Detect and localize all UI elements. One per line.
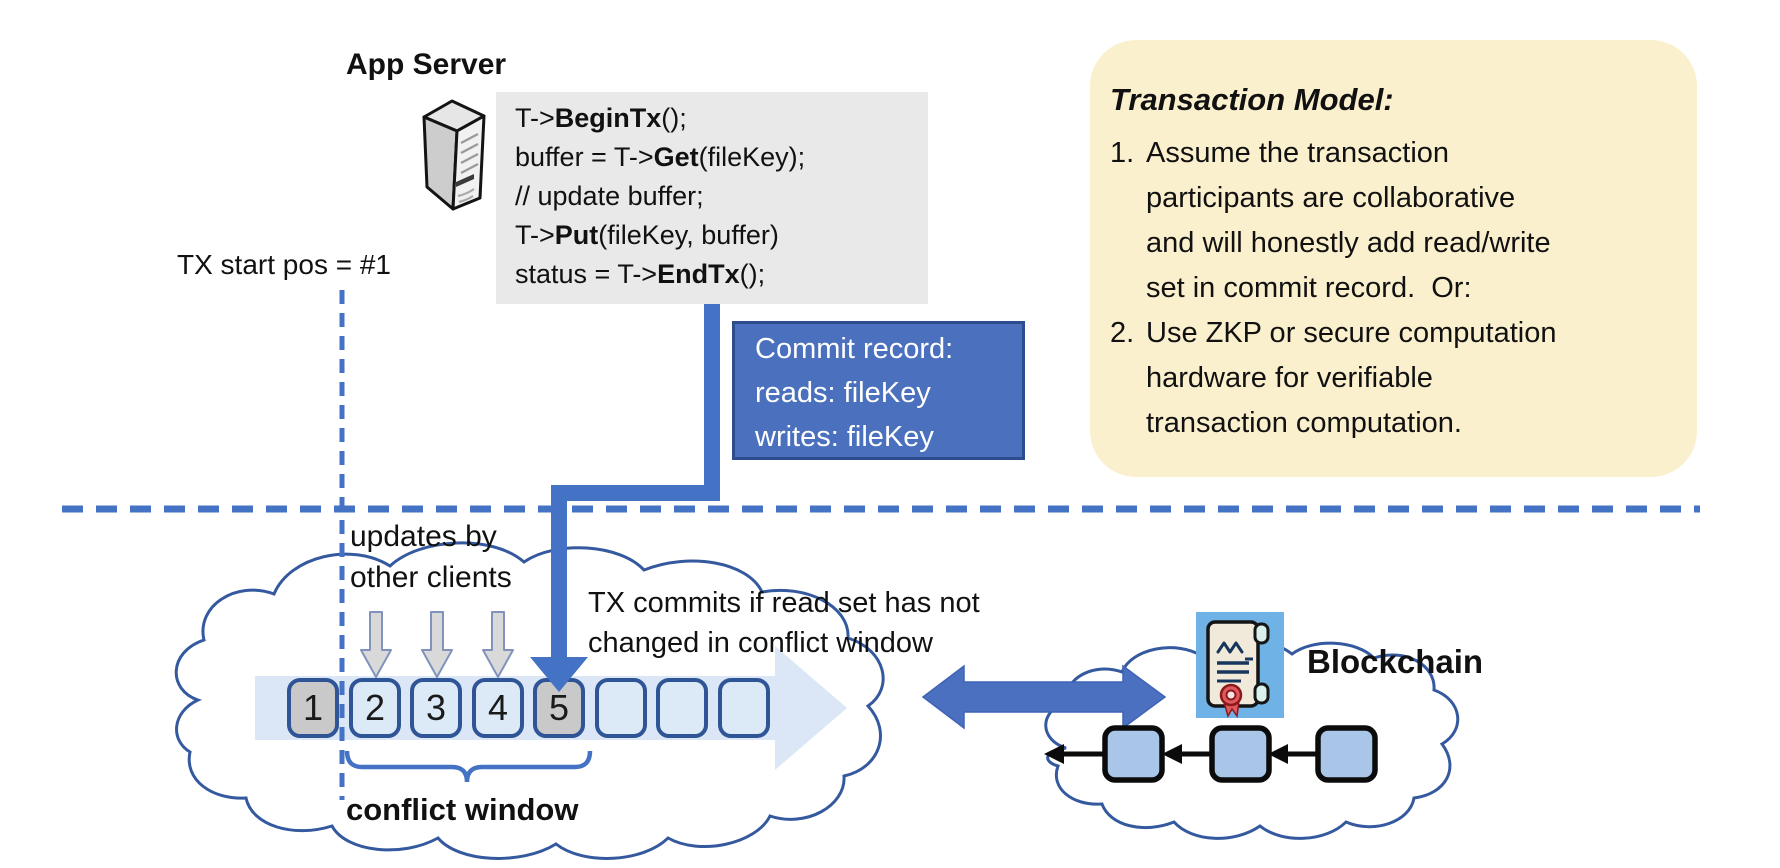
app-server-title: App Server (346, 48, 507, 81)
update-arrow-icon (482, 611, 514, 678)
timeline-arrowhead (775, 646, 847, 770)
conflict-window-brace (344, 750, 593, 783)
code-block-lines: T->BeginTx(); buffer = T->Get(fileKey); //… (515, 99, 928, 294)
code-line: T->Put(fileKey, buffer) (515, 220, 779, 250)
timeline-slot: 4 (472, 678, 524, 738)
transaction-model-list: 1.Assume the transaction participants ar… (1110, 131, 1679, 446)
updates-by-other-clients-label: updates by other clients (350, 520, 512, 594)
timeline-slot: 5 (533, 678, 585, 738)
conflict-window-label: conflict window (346, 792, 579, 827)
commit-record-box: Commit record: reads: fileKey writes: fi… (732, 321, 1025, 460)
update-arrows (360, 611, 514, 678)
code-line: buffer = T->Get(fileKey); (515, 142, 806, 172)
code-line: status = T->EndTx(); (515, 259, 766, 289)
code-line: // update buffer; (515, 181, 704, 211)
transaction-model-item: 2.Use ZKP or secure computation hardware… (1110, 317, 1557, 439)
timeline-slot: 2 (349, 678, 401, 738)
timeline-slot (718, 678, 770, 738)
tx-start-pos-label: TX start pos = #1 (177, 249, 391, 280)
transaction-code-block: T->BeginTx(); buffer = T->Get(fileKey); //… (496, 92, 928, 304)
timeline-slot: 1 (287, 678, 339, 738)
timeline-slot (595, 678, 647, 738)
update-arrow-icon (360, 611, 392, 678)
tx-commits-note: TX commits if read set has not changed i… (588, 587, 980, 659)
code-line: T->BeginTx(); (515, 103, 687, 133)
transaction-model-item: 1.Assume the transaction participants ar… (1110, 137, 1551, 304)
transaction-model-title: Transaction Model: (1110, 82, 1394, 117)
blockchain-label: Blockchain (1307, 643, 1484, 680)
update-arrow-icon (421, 611, 453, 678)
server-icon (422, 99, 486, 211)
timeline-slot (656, 678, 708, 738)
timeline-slot: 3 (410, 678, 462, 738)
transaction-model-box: Transaction Model: 1.Assume the transact… (1090, 40, 1697, 477)
